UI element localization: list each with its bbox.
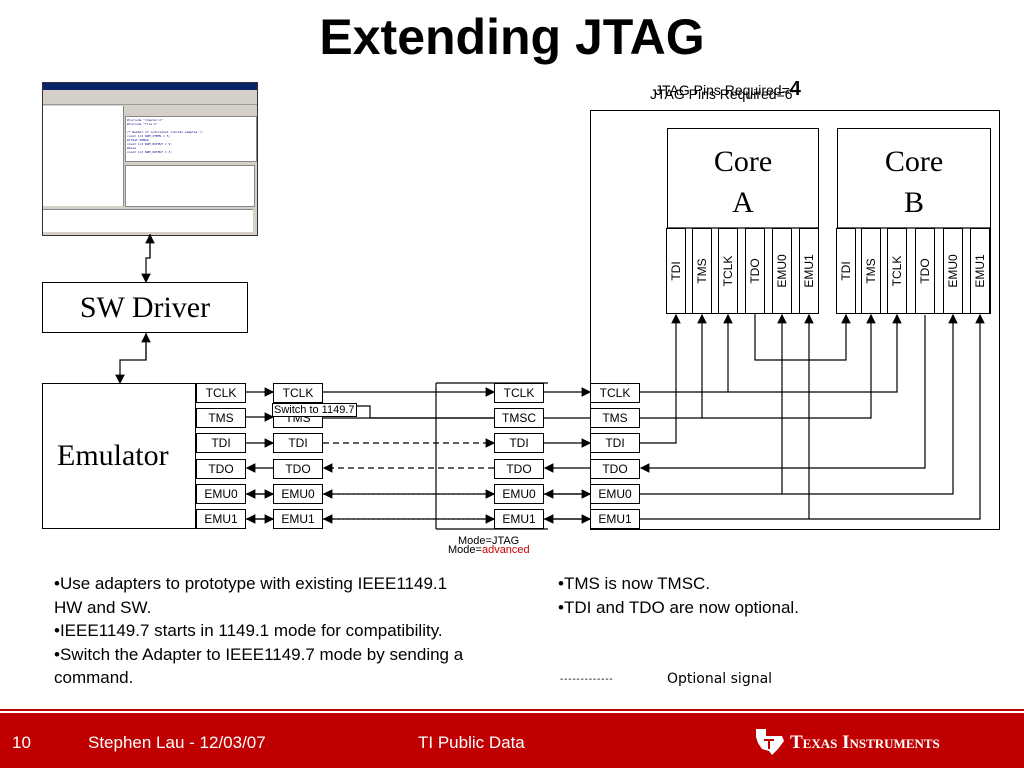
screenshot-menubar: [43, 90, 257, 105]
col4-pin-emu0: EMU0: [590, 484, 640, 504]
col1-pin-emu1: EMU1: [196, 509, 246, 529]
page-number: 10: [12, 733, 31, 752]
col1-pin-emu0: EMU0: [196, 484, 246, 504]
core-b-block: Core B: [837, 128, 991, 314]
core-a-pin-tdi: TDI: [666, 228, 686, 314]
col2-pin-tdi: TDI: [273, 433, 323, 453]
col3-pin-tclk: TCLK: [494, 383, 544, 403]
screenshot-code-line: const int NUM_OUTPUT = 3;: [127, 150, 173, 154]
col3-pin-tdi: TDI: [494, 433, 544, 453]
footer-author: Stephen Lau - 12/03/07: [88, 733, 266, 752]
col3-pin-emu1: EMU1: [494, 509, 544, 529]
legend-dash-sample: - - - - - - - - - - - - -: [560, 674, 613, 685]
col2-pin-emu1: EMU1: [273, 509, 323, 529]
screenshot-tree: [43, 106, 124, 206]
bullet-right-line: •TMS is now TMSC.: [558, 574, 711, 593]
core-a-pin-tdo: TDO: [745, 228, 765, 314]
col4-pin-tclk: TCLK: [590, 383, 640, 403]
core-b-title: Core: [884, 145, 944, 178]
col1-pin-tclk: TCLK: [196, 383, 246, 403]
col3-pin-emu0: EMU0: [494, 484, 544, 504]
core-b-pin-tdo: TDO: [915, 228, 935, 314]
core-b-subtitle: B: [903, 186, 924, 219]
bullets-left: •Use adapters to prototype with existing…: [54, 572, 554, 690]
ti-logo-text: Texas Instruments: [790, 732, 940, 753]
emulator-label: Emulator: [57, 439, 169, 472]
bullets-right: •TMS is now TMSC. •TDI and TDO are now o…: [558, 572, 958, 619]
screenshot-code-line: const int NUM_OUTPUT = 5;: [127, 142, 173, 146]
screenshot-titlebar: [43, 83, 257, 90]
core-a-block: Core A: [667, 128, 819, 314]
col3-pin-tdo: TDO: [494, 459, 544, 479]
texas-state-icon: [756, 729, 784, 755]
col4-pin-tdi: TDI: [590, 433, 640, 453]
footer-classification: TI Public Data: [418, 733, 525, 752]
col4-pin-tdo: TDO: [590, 459, 640, 479]
bullet-right-line: •TDI and TDO are now optional.: [558, 597, 799, 617]
screenshot-code-line: #else: [127, 146, 137, 150]
core-b-pin-tdi: TDI: [836, 228, 856, 314]
slide-title: Extending JTAG: [319, 9, 705, 65]
col3-pin-tmsc: TMSC: [494, 408, 544, 428]
bullet-left-line: command.: [54, 668, 134, 687]
bullet-left-line: •Switch the Adapter to IEEE1149.7 mode b…: [54, 644, 464, 664]
screenshot-code-line: #include "chapter.h": [127, 118, 164, 122]
core-a-pin-tms: TMS: [692, 228, 712, 314]
pins-required-label-a: JTAG Pins Required=4: [655, 78, 801, 100]
sw-driver-label: SW Driver: [79, 291, 211, 324]
screenshot-code-line: const int NUM_ITEMS = 5;: [127, 134, 171, 138]
core-b-pin-emu0: EMU0: [943, 228, 963, 314]
col4-pin-tms: TMS: [590, 408, 640, 428]
col1-pin-tdi: TDI: [196, 433, 246, 453]
core-a-pin-emu0: EMU0: [772, 228, 792, 314]
core-a-title: Core: [713, 145, 773, 178]
col1-pin-tdo: TDO: [196, 459, 246, 479]
col4-pin-emu1: EMU1: [590, 509, 640, 529]
pins-required-label-b: JTAG Pins Required=6: [650, 86, 793, 102]
screenshot-memory: [125, 165, 255, 207]
mode-advanced-label: Mode=advanced: [448, 544, 530, 556]
sw-driver-block: SW Driver: [42, 282, 248, 333]
screenshot-editor: #include "chapter.h"#include "file.h" /*…: [125, 116, 257, 162]
mode-jtag-label: Mode=JTAG: [458, 535, 520, 547]
core-a-pin-tclk: TCLK: [718, 228, 738, 314]
target-board: [590, 110, 1000, 530]
legend-label: Optional signal: [667, 671, 773, 687]
core-b-pin-tclk: TCLK: [887, 228, 907, 314]
footer-bar: 10 Stephen Lau - 12/03/07 TI Public Data…: [0, 713, 1024, 768]
software-screenshot: #include "chapter.h"#include "file.h" /*…: [42, 82, 258, 236]
core-a-subtitle: A: [732, 186, 754, 219]
screenshot-output: [43, 209, 253, 232]
col2-pin-tclk: TCLK: [273, 383, 323, 403]
col2-pin-tdo: TDO: [273, 459, 323, 479]
ti-logo: Texas Instruments: [752, 727, 1002, 757]
col1-pin-tms: TMS: [196, 408, 246, 428]
screenshot-code-line: #ifdef DEBUG: [127, 138, 149, 142]
core-a-pin-emu1: EMU1: [799, 228, 819, 314]
col2-pin-emu0: EMU0: [273, 484, 323, 504]
emulator-block: Emulator: [42, 383, 196, 529]
screenshot-code-line: #include "file.h": [127, 122, 158, 126]
bullet-left-line: •Use adapters to prototype with existing…: [54, 574, 448, 593]
core-b-pin-emu1: EMU1: [970, 228, 990, 314]
footer-divider: [0, 709, 1024, 711]
switch-label: Switch to 1149.7: [272, 403, 357, 417]
core-b-pin-tms: TMS: [861, 228, 881, 314]
bullet-left-line: •IEEE1149.7 starts in 1149.1 mode for co…: [54, 621, 443, 640]
screenshot-code-line: /* Number of individual vibrate samples …: [127, 130, 203, 134]
bullet-left-line: HW and SW.: [54, 597, 152, 617]
